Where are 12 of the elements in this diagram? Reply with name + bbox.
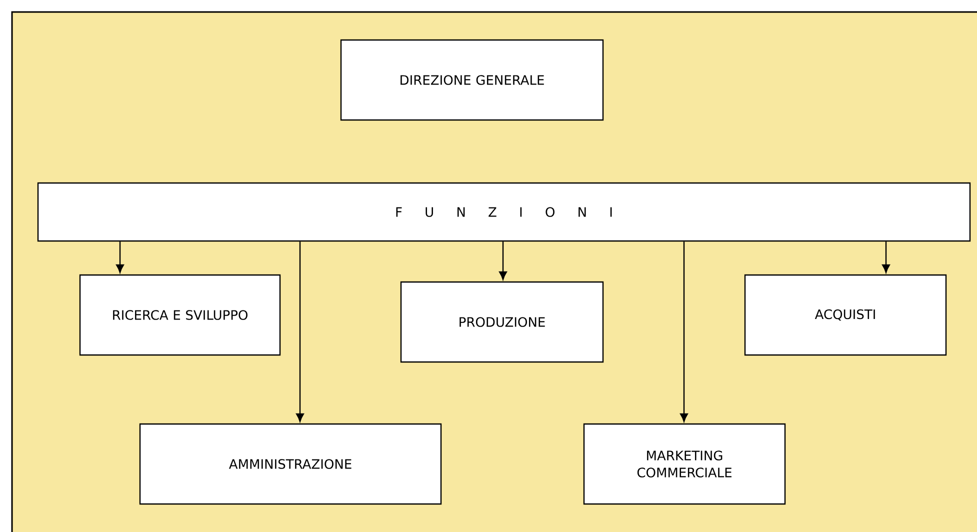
unit-box: DIREZIONE GENERALE bbox=[340, 39, 604, 121]
unit-box: RICERCA E SVILUPPO bbox=[79, 274, 281, 356]
function-bar: F U N Z I O N I bbox=[37, 182, 971, 242]
arrow bbox=[499, 242, 507, 280]
unit-box: PRODUZIONE bbox=[400, 281, 604, 363]
arrow bbox=[882, 242, 890, 273]
unit-box: ACQUISTI bbox=[744, 274, 947, 356]
unit-box: AMMINISTRAZIONE bbox=[139, 423, 442, 505]
arrow bbox=[296, 242, 304, 422]
unit-box: MARKETING COMMERCIALE bbox=[583, 423, 786, 505]
arrow bbox=[680, 242, 688, 422]
arrow bbox=[116, 242, 124, 273]
